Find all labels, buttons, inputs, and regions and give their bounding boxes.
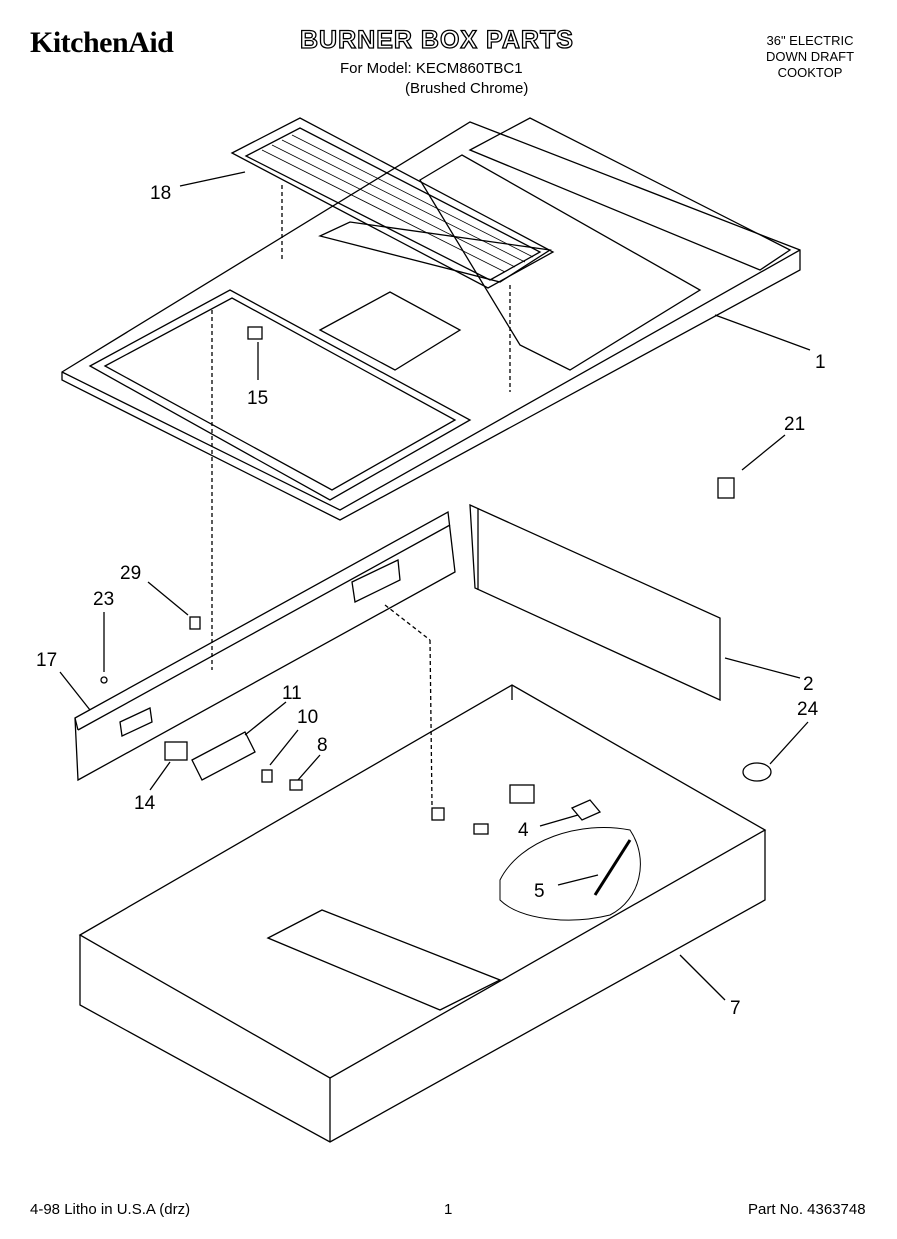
callout-23: 23 (93, 589, 115, 610)
model-line: For Model: KECM860TBC1 (340, 60, 523, 77)
leader-lines (59, 171, 811, 1001)
page-title: BURNER BOX PARTS (299, 25, 574, 54)
callout-29: 29 (120, 563, 142, 584)
brand-logo: KitchenAid (30, 26, 174, 59)
footer-part-number: Part No. 4363748 (748, 1201, 866, 1218)
callout-7: 7 (730, 998, 741, 1019)
callout-5: 5 (534, 881, 545, 902)
callout-2: 2 (803, 674, 814, 695)
callout-18: 18 (150, 183, 172, 204)
callout-11: 11 (282, 683, 302, 704)
callout-14: 14 (134, 793, 156, 814)
product-line: 36" ELECTRIC (766, 33, 854, 48)
footer-litho: 4-98 Litho in U.S.A (drz) (30, 1201, 191, 1218)
product-description: 36" ELECTRIC DOWN DRAFT COOKTOP (740, 33, 880, 81)
finish-line: (Brushed Chrome) (405, 80, 529, 97)
callout-4: 4 (518, 820, 529, 841)
back-panel (469, 503, 721, 702)
front-bracket (74, 510, 456, 782)
footer-page-number: 1 (444, 1201, 453, 1218)
burner-box (78, 684, 767, 1143)
cooktop-frame (61, 117, 801, 521)
callout-24: 24 (797, 699, 819, 720)
callout-21: 21 (784, 414, 806, 435)
callout-1: 1 (815, 352, 826, 373)
callout-10: 10 (297, 707, 319, 728)
callout-8: 8 (317, 735, 328, 756)
callout-15: 15 (247, 388, 269, 409)
small-parts (100, 326, 772, 896)
callout-17: 17 (36, 650, 58, 671)
vent-grille (230, 117, 555, 289)
product-line: COOKTOP (777, 65, 843, 80)
product-line: DOWN DRAFT (765, 49, 855, 64)
